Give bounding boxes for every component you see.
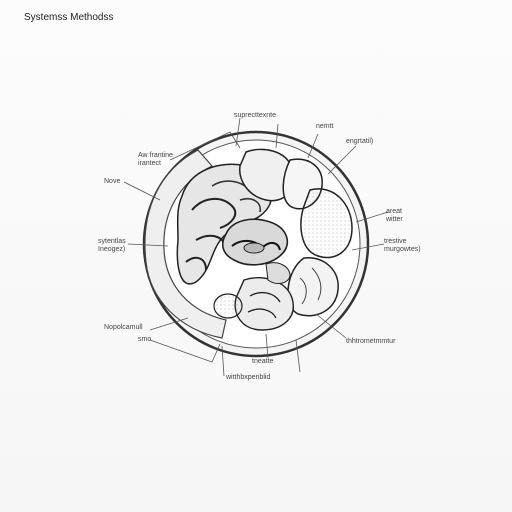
outer-shell-left	[144, 149, 227, 339]
central-core	[221, 218, 289, 266]
label-top-center: suprecttexnte	[234, 112, 277, 119]
leader-lines	[123, 117, 389, 377]
label-bottom-right: thhtrometmmtur	[346, 338, 396, 345]
label-top-right-2: engrtatil)	[346, 138, 374, 145]
label-left-lower: sytentlas Ineogez)	[98, 238, 126, 253]
label-bottom-center-2: witthbxpenblid	[226, 374, 271, 381]
label-bottom-left-2: smo	[138, 336, 152, 343]
label-right-mid: areat witter	[386, 208, 403, 223]
label-bottom-center-1: tneatte	[252, 358, 274, 365]
label-bottom-left-1: Nopolcamull	[104, 324, 143, 331]
label-left-top: Aw frantine irantect	[138, 152, 173, 167]
label-right-lower: trestive murgowtes)	[384, 238, 421, 253]
diagram-title: Systemss Methodss	[24, 12, 114, 23]
label-left-mid: Nove	[104, 178, 121, 185]
lower-structures	[213, 262, 294, 331]
right-lobes	[287, 188, 353, 317]
label-top-right-1: nemtt	[316, 123, 334, 130]
cortex-region	[176, 163, 273, 285]
